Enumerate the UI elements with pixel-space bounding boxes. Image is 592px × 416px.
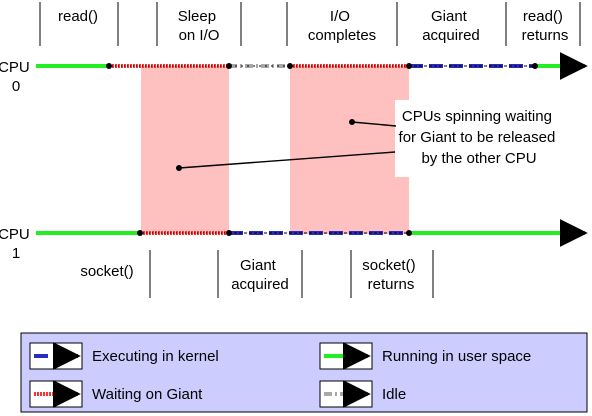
cpu1-event-dot-socket (137, 230, 143, 236)
cpu0-event-dot-sleep (226, 63, 232, 69)
legend-label-idle: Idle (382, 386, 406, 403)
legend-label-giant: Waiting on Giant (92, 386, 203, 403)
cpu0-timeline (36, 52, 588, 80)
cpu0-event-dot-read (106, 63, 112, 69)
top-event-separators (39, 2, 581, 46)
annotation-text: CPUs spinning waiting for Giant to be re… (399, 108, 560, 167)
annotation-dot-left (176, 165, 182, 171)
bottom-event-labels: socket() Giant acquired socket() returns (80, 257, 420, 293)
cpu1-event-dot-giant (226, 230, 232, 236)
event-label-sleep: Sleep on I/O (178, 8, 221, 44)
event-label-io-completes: I/O completes (308, 8, 376, 44)
spin-regions (141, 66, 409, 234)
spin-region-left (141, 66, 229, 234)
bottom-event-separators (149, 250, 434, 298)
annotation-dot-right (349, 119, 355, 125)
legend-label-kernel: Executing in kernel (92, 348, 219, 365)
cpu1-event-dot-return (406, 230, 412, 236)
annotation-pointer-right (351, 121, 397, 127)
event-label-socket: socket() (80, 263, 133, 280)
legend-label-user: Running in user space (382, 348, 531, 365)
top-event-labels: read() Sleep on I/O I/O completes Giant … (58, 8, 568, 44)
legend-box (20, 332, 588, 413)
event-label-giant-acquired-bottom: Giant acquired (231, 257, 289, 293)
cpu0-event-dot-giant (406, 63, 412, 69)
spin-annotation: CPUs spinning waiting for Giant to be re… (176, 100, 563, 177)
legend: Executing in kernel Running in user spac… (20, 332, 588, 413)
cpu0-event-dot-return (532, 63, 538, 69)
cpu0-event-dot-io (287, 63, 293, 69)
cpu1-label: CPU 1 (0, 226, 34, 262)
annotation-box (395, 100, 563, 177)
cpu1-timeline (36, 219, 588, 247)
event-label-socket-returns: socket() returns (362, 257, 420, 293)
cpu0-label: CPU 0 (0, 59, 34, 95)
event-label-giant-acquired-top: Giant acquired (422, 8, 480, 44)
annotation-pointer-left (178, 151, 396, 169)
event-label-read-returns: read() returns (522, 8, 569, 44)
spin-region-right (290, 66, 409, 234)
event-label-read: read() (58, 8, 98, 25)
